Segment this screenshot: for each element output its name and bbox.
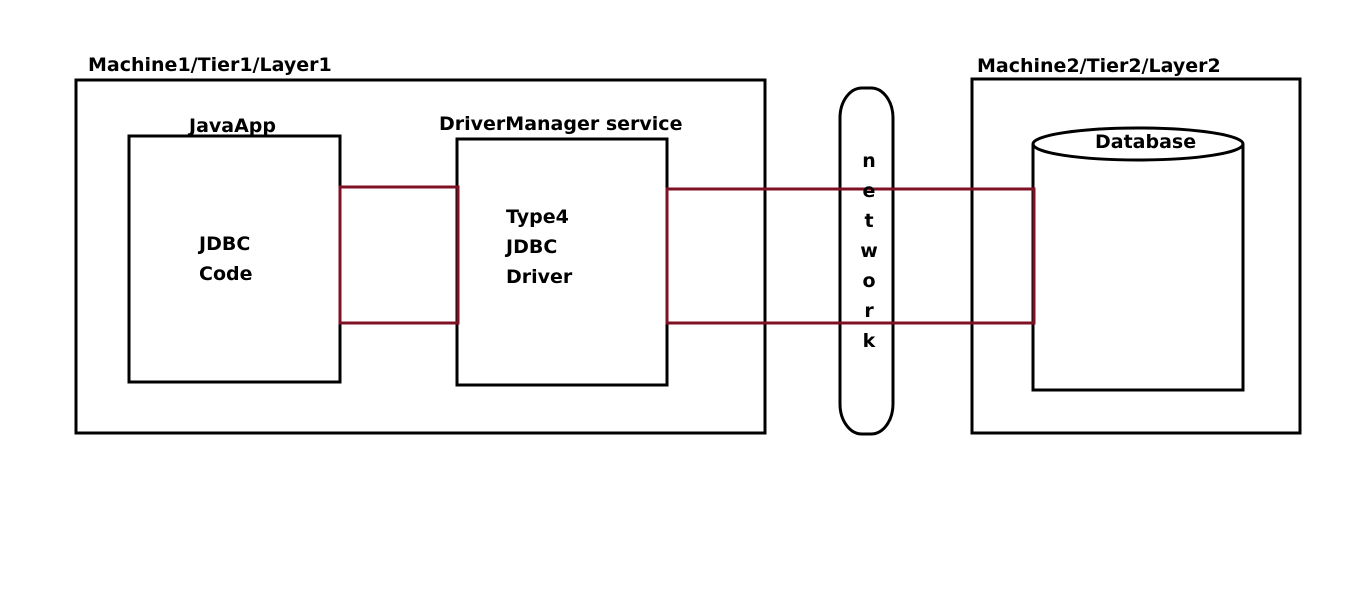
connector-driver-to-database xyxy=(665,187,1036,325)
java-app-title: JavaApp xyxy=(189,115,277,137)
database-cylinder xyxy=(1031,144,1245,392)
network-letter: n xyxy=(862,150,876,172)
network-letter: k xyxy=(862,330,876,352)
database-title: Database xyxy=(1095,131,1197,153)
java-app-line: JDBC xyxy=(199,233,251,255)
machine2-box xyxy=(970,77,1302,435)
network-letter: e xyxy=(862,180,876,202)
network-letter: w xyxy=(860,240,878,262)
machine1-label: Machine1/Tier1/Layer1 xyxy=(88,54,332,76)
database-cylinder-top xyxy=(1031,126,1245,162)
driver-manager-body: Type4 JDBC Driver xyxy=(506,202,572,292)
driver-manager-line: Type4 xyxy=(506,206,569,228)
java-app-line: Code xyxy=(199,263,253,285)
network-label: n e t w o r k xyxy=(851,146,887,356)
connector-app-to-driver xyxy=(338,185,460,325)
machine1-box xyxy=(74,78,767,435)
driver-manager-title: DriverManager service xyxy=(439,113,683,135)
network-letter: o xyxy=(862,270,876,292)
driver-manager-line: JDBC xyxy=(506,236,558,258)
machine2-label: Machine2/Tier2/Layer2 xyxy=(977,55,1221,77)
network-pipe xyxy=(838,86,895,436)
network-letter: r xyxy=(864,300,874,322)
java-app-body: JDBC Code xyxy=(199,229,252,289)
driver-manager-line: Driver xyxy=(506,266,573,288)
network-letter: t xyxy=(864,210,874,232)
